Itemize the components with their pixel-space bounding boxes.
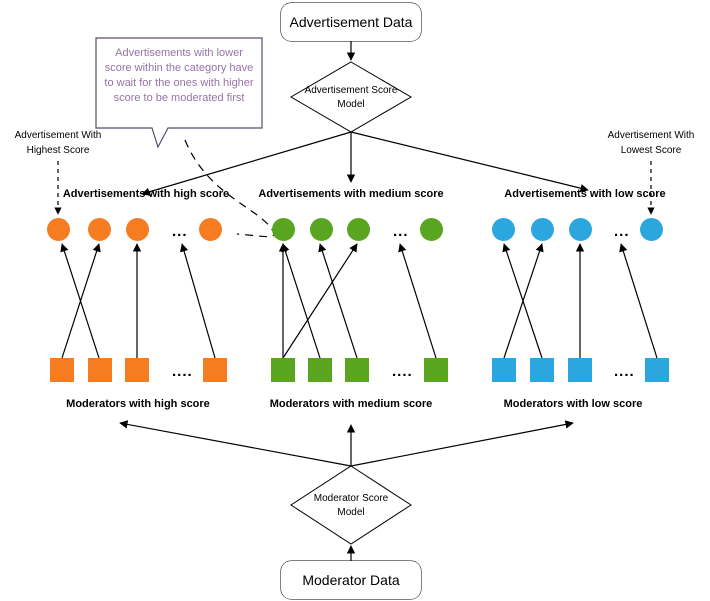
ad-circle-high-3[interactable]	[126, 218, 149, 241]
advertisement-score-model-shape	[290, 61, 412, 133]
advertisement-data-box[interactable]: Advertisement Data	[281, 3, 421, 41]
ad-circle-high-2[interactable]	[88, 218, 111, 241]
moderator-ellipsis-medium: ....	[392, 364, 413, 379]
moderator-group-label-medium-text: Moderators with medium score	[269, 398, 433, 410]
arrow-modmodel-to-high	[119, 420, 352, 467]
ad-circle-medium-2[interactable]	[310, 218, 333, 241]
edge-medium-m3-a2	[281, 243, 321, 359]
moderator-group-label-high-text: Moderators with high score	[66, 398, 210, 410]
edge-medium-m5-adots	[398, 243, 437, 359]
moderator-square-medium-4[interactable]	[424, 358, 448, 382]
ad-circle-low-3[interactable]	[569, 218, 592, 241]
wait-policy-callout: Advertisements with lower score within t…	[96, 40, 262, 128]
ad-ellipsis-medium-text: ...	[393, 223, 409, 240]
edge-medium-m2-a3	[282, 243, 358, 359]
edge-high-m4-adots	[180, 243, 216, 359]
moderator-square-low-2[interactable]	[530, 358, 554, 382]
arrow-admodel-to-high	[141, 131, 352, 196]
ad-circle-low-2[interactable]	[531, 218, 554, 241]
edge-high-m2-a1	[60, 243, 100, 359]
advertisement-data-label: Advertisement Data	[289, 14, 413, 30]
moderator-group-label-medium: Moderators with medium score	[238, 398, 464, 410]
wait-policy-callout-text: Advertisements with lower score within t…	[104, 47, 254, 104]
ad-circle-medium-4[interactable]	[420, 218, 443, 241]
highest-score-annotation-line1: Advertisement With	[14, 130, 102, 141]
ad-circle-high-1[interactable]	[47, 218, 70, 241]
lowest-score-annotation-line2: Lowest Score	[620, 144, 682, 156]
moderator-square-high-4[interactable]	[203, 358, 227, 382]
ad-ellipsis-high-text: ...	[172, 223, 188, 240]
moderator-ellipsis-low-text: ....	[614, 363, 635, 380]
moderator-square-medium-2[interactable]	[308, 358, 332, 382]
ad-group-label-high-text: Advertisements with high score	[62, 188, 230, 200]
moderator-square-low-3[interactable]	[568, 358, 592, 382]
highest-score-annotation: Advertisement With Highest Score	[8, 129, 108, 158]
edge-low-m4-adots	[619, 243, 658, 359]
moderator-square-high-1[interactable]	[50, 358, 74, 382]
dashed-wait-connector	[184, 139, 275, 238]
ad-circle-high-4[interactable]	[199, 218, 222, 241]
moderator-group-label-high: Moderators with high score	[0, 398, 276, 410]
ad-circle-low-1[interactable]	[492, 218, 515, 241]
callout-box-shape	[95, 37, 263, 149]
moderator-data-box[interactable]: Moderator Data	[281, 561, 421, 599]
moderator-square-low-4[interactable]	[645, 358, 669, 382]
moderator-ellipsis-medium-text: ....	[392, 363, 413, 380]
ad-group-label-high: Advertisements with high score	[0, 188, 292, 200]
moderator-square-low-1[interactable]	[492, 358, 516, 382]
moderator-square-high-3[interactable]	[125, 358, 149, 382]
ad-group-label-medium-text: Advertisements with medium score	[258, 188, 444, 200]
ad-circle-medium-1[interactable]	[272, 218, 295, 241]
arrow-modmodel-to-low	[350, 420, 574, 467]
moderator-data-label: Moderator Data	[302, 572, 400, 588]
ad-group-label-low-text: Advertisements with low score	[504, 188, 666, 200]
ad-circle-low-4[interactable]	[640, 218, 663, 241]
ad-ellipsis-medium: ...	[393, 224, 409, 239]
ad-ellipsis-high: ...	[172, 224, 188, 239]
moderator-square-high-2[interactable]	[88, 358, 112, 382]
moderator-square-medium-1[interactable]	[271, 358, 295, 382]
ad-group-label-medium: Advertisements with medium score	[230, 188, 472, 200]
arrow-admodel-to-low	[350, 131, 589, 193]
moderator-score-model-shape	[290, 465, 412, 545]
edge-low-m2-a1	[502, 243, 543, 359]
ad-ellipsis-low-text: ...	[614, 223, 630, 240]
ad-ellipsis-low: ...	[614, 224, 630, 239]
moderator-ellipsis-high: ....	[172, 364, 193, 379]
moderator-group-label-low: Moderators with low score	[452, 398, 694, 410]
ad-circle-medium-3[interactable]	[347, 218, 370, 241]
moderator-ellipsis-low: ....	[614, 364, 635, 379]
edge-medium-m4-a4	[318, 243, 358, 359]
lowest-score-annotation-line1: Advertisement With	[607, 130, 695, 141]
moderator-ellipsis-high-text: ....	[172, 363, 193, 380]
moderator-group-label-low-text: Moderators with low score	[503, 398, 643, 410]
lowest-score-annotation: Advertisement With Lowest Score	[601, 129, 701, 158]
ad-group-label-low: Advertisements with low score	[460, 188, 710, 200]
highest-score-annotation-line2: Highest Score	[26, 144, 90, 156]
moderator-square-medium-3[interactable]	[345, 358, 369, 382]
